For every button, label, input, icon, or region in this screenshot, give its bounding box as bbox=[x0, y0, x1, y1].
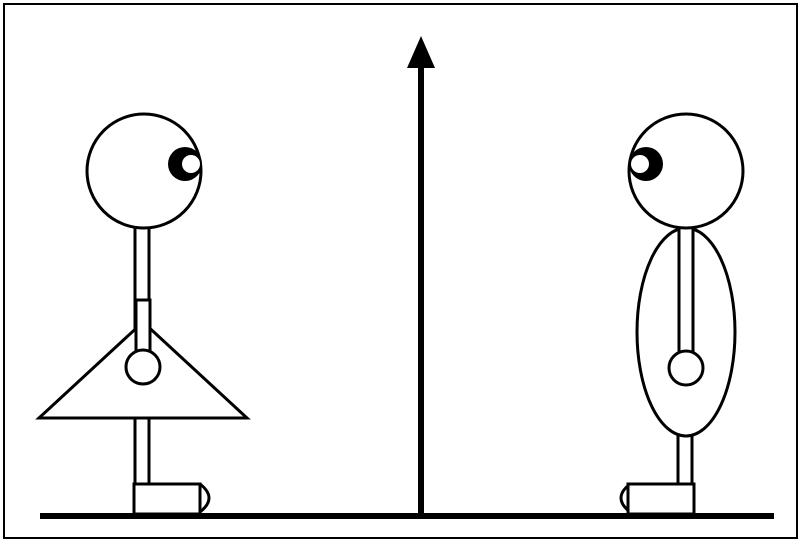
right-shoe bbox=[628, 484, 694, 514]
arrow-shaft bbox=[418, 66, 424, 516]
left-eye-highlight bbox=[182, 155, 200, 173]
right-body-stick bbox=[679, 226, 693, 352]
right-eye-highlight bbox=[631, 155, 649, 173]
left-leg bbox=[135, 418, 149, 484]
left-hand bbox=[126, 350, 160, 384]
left-shoe bbox=[134, 484, 200, 514]
ground-line bbox=[40, 513, 774, 519]
right-hand bbox=[669, 351, 703, 385]
